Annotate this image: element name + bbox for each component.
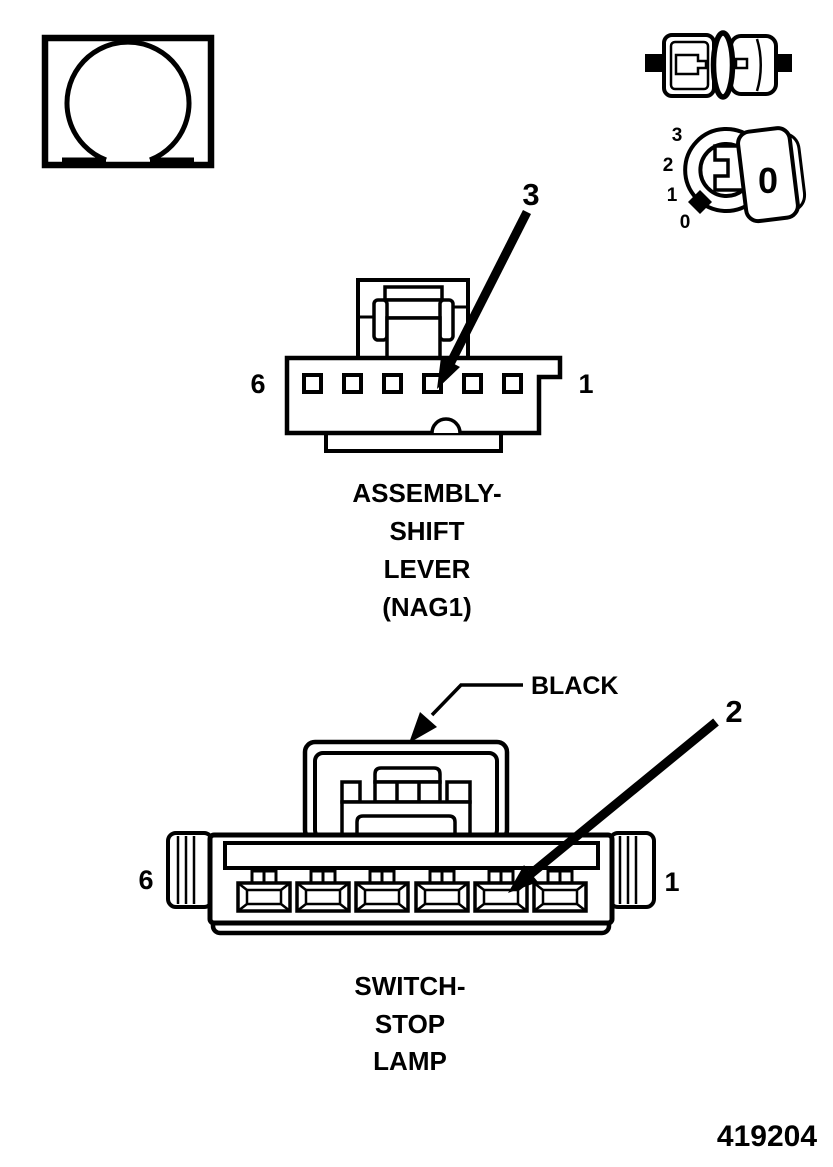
lock-cylinder (683, 127, 755, 213)
right-wire-stub (775, 54, 792, 72)
female-slot (734, 57, 749, 70)
caption-line-2: SHIFT (389, 516, 464, 546)
arrowhead (437, 357, 460, 389)
caption-line-3: LEVER (384, 554, 471, 584)
ohm-box (41, 34, 215, 169)
pin-cavity-4 (382, 373, 403, 394)
arrowhead (508, 865, 538, 893)
pin-1-label: 1 (578, 369, 593, 399)
caption-line-2: STOP (375, 1009, 445, 1039)
female-connector-half (729, 34, 778, 96)
arrowhead (409, 712, 437, 743)
ignition-position-3: 3 (672, 125, 683, 146)
right-mount-wing (608, 831, 656, 909)
callout-3-label: 3 (522, 177, 539, 212)
ignition-position-2: 2 (663, 155, 674, 176)
stop-lamp-connector-diagram: 6 1 BLACK 2 SWITCH- STOP LAMP (138, 672, 742, 1076)
seal-ring (710, 30, 736, 100)
caption-line-4: (NAG1) (382, 592, 472, 622)
omega-symbol (62, 39, 194, 163)
ignition-key-off-icon: 0 3 2 1 0 (663, 125, 807, 233)
key-head (736, 126, 807, 224)
callout-pin-3: 3 (437, 177, 540, 389)
pin-6-label: 6 (138, 865, 153, 895)
color-callout-black: BLACK (409, 672, 619, 743)
figure-number: 419204 (717, 1120, 817, 1153)
callout-2-label: 2 (725, 694, 742, 729)
callout-pin-2: 2 (508, 694, 743, 893)
left-mount-wing (166, 831, 214, 909)
shift-lever-connector-diagram: 6 1 3 ASSEMBLY- SHIFT LEVER (NAG1) (250, 177, 593, 622)
ignition-position-0: 0 (680, 212, 691, 233)
ignition-position-1: 1 (667, 185, 678, 206)
pin-cavity-6 (302, 373, 323, 394)
key-position-value: 0 (758, 160, 778, 201)
latch-bridge (340, 800, 472, 842)
stop-lamp-caption: SWITCH- STOP LAMP (354, 971, 465, 1076)
shroud-opening (223, 841, 600, 870)
pin-6-label: 6 (250, 369, 265, 399)
left-wire-stub (645, 54, 666, 72)
pin-cavity-2 (462, 373, 483, 394)
connector-disconnect-icon (645, 30, 792, 100)
dome-keyway (430, 417, 462, 434)
position-marker-diamond (688, 190, 712, 214)
connector-body (284, 355, 563, 436)
pin-cavity-1 (502, 373, 523, 394)
pin-1-label: 1 (664, 867, 679, 897)
terminal-slot (674, 53, 708, 76)
pin-cavity-5 (342, 373, 363, 394)
caption-line-1: SWITCH- (354, 971, 465, 1001)
caption-line-3: LAMP (373, 1046, 447, 1076)
ohm-meter-icon (41, 34, 215, 169)
caption-line-1: ASSEMBLY- (352, 478, 501, 508)
black-label: BLACK (531, 672, 619, 700)
boot-seam (755, 38, 762, 92)
connector-latch (356, 278, 470, 360)
shift-lever-caption: ASSEMBLY- SHIFT LEVER (NAG1) (352, 478, 501, 622)
connector-latch-housing (302, 739, 510, 843)
male-connector-inner (669, 40, 710, 91)
